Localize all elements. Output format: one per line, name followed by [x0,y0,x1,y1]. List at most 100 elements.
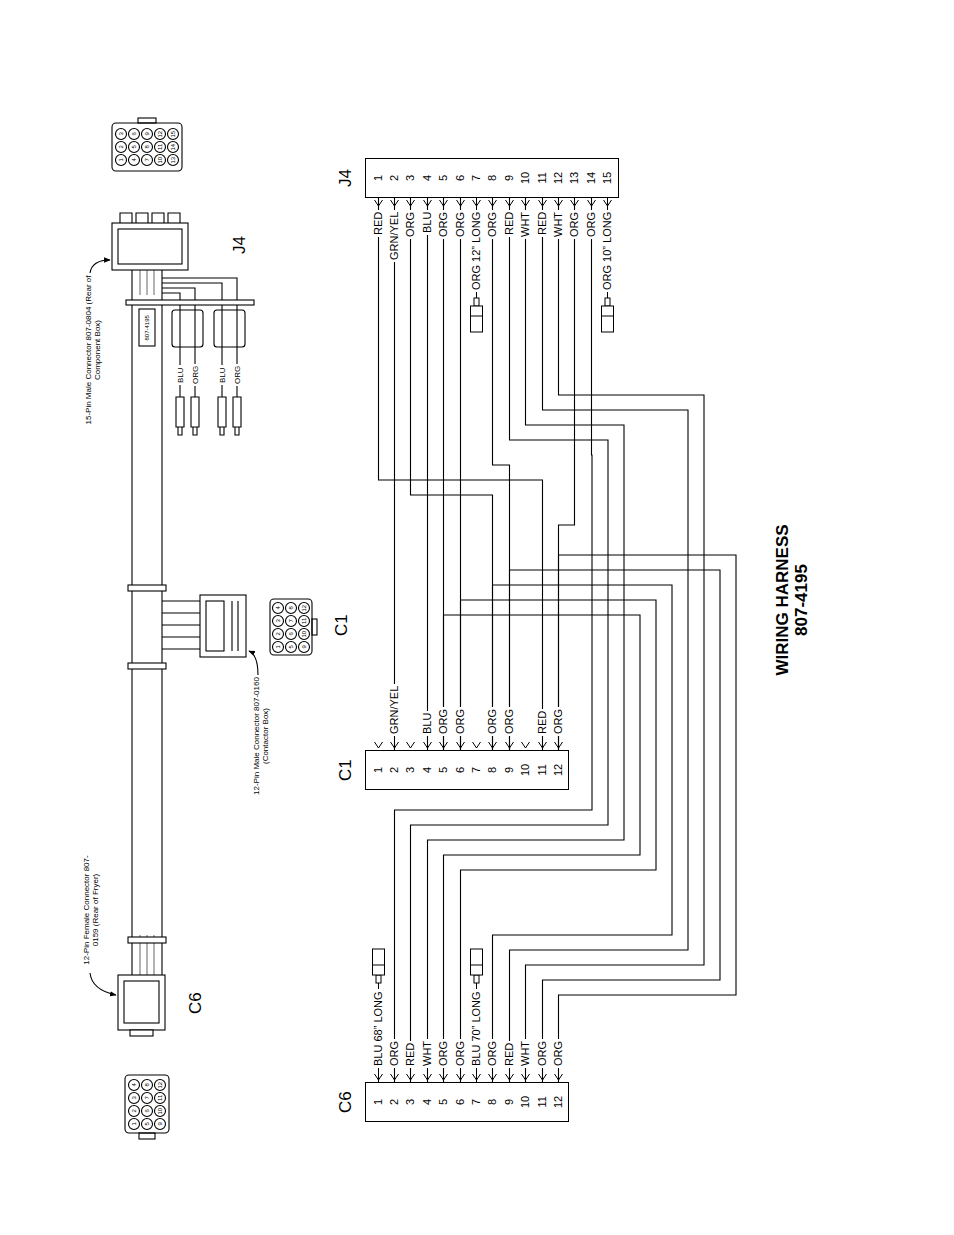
pin-number: 5 [437,767,450,773]
c6-connector-face [125,1075,169,1133]
pigtail-sleeve [172,310,203,347]
wire-label: ORG [536,1039,549,1068]
pin-number: 10 [519,764,532,776]
wire-label: WHT [519,210,532,239]
j4-face-key [138,118,156,123]
pin-number: 3 [404,1099,417,1105]
pin-number: 12 [552,764,565,776]
wire-label: GRN/YEL [388,684,401,736]
wire-label: BLU [421,210,434,235]
leader-line [90,973,116,995]
pin-socket [299,616,310,627]
wire-label: RED [404,1041,417,1068]
pin-socket [155,142,166,153]
cable-band [128,663,166,669]
pin-number: 11 [536,172,549,183]
pin-number: 7 [470,175,483,181]
pin-number: 8 [486,175,499,181]
pin-number: 10 [157,157,164,164]
pin-number: 10 [301,631,308,638]
pin-socket [129,1080,140,1091]
pin-number: 1 [131,1122,138,1125]
pin-number: 3 [131,1096,138,1099]
terminal-body [602,306,614,332]
leader-line [249,651,258,675]
wire-label: ORG [437,210,450,239]
pin-number: 3 [404,767,417,773]
cable-band [128,585,166,591]
terminal-chevron [522,742,530,748]
pin-number: 9 [301,645,308,648]
j4-connector-pins [120,213,180,223]
connector-block: C1123456789101112 [365,750,569,790]
wire-label: WHT [519,1039,532,1068]
pin-number: 6 [131,132,138,135]
pin-number: 9 [503,1099,516,1105]
cable-tie [126,300,254,305]
pin-number: 2 [131,1109,138,1112]
terminal-tab [474,298,479,306]
cable-band [128,937,166,943]
harness-drawing [90,118,317,1139]
pin-number: 4 [275,606,282,609]
pin-socket [155,1093,166,1104]
pin-number: 10 [157,1108,164,1115]
pin-socket [129,155,140,166]
pin-socket [129,1106,140,1117]
pin-number: 10 [519,1096,532,1108]
pin-number: 5 [437,175,450,181]
pin-socket [155,1106,166,1117]
pin-socket [129,142,140,153]
c1-connector-body [200,595,246,657]
pin-number: 2 [388,1099,401,1105]
wire-color: BLU [176,365,185,385]
pin-number: 11 [536,764,549,775]
terminal-tab [376,975,381,983]
connector-name: C6 [336,1091,356,1113]
wire-label: ORG [486,1039,499,1068]
pin-socket [116,129,127,140]
pin-number: 2 [388,175,401,181]
pin-number: 9 [144,132,151,135]
wire-color: ORG [233,364,242,386]
pin-number: 14 [170,144,177,151]
connector-face-pins [116,129,310,1130]
pin-number: 12 [301,605,308,612]
pin-number: 12 [552,1096,565,1108]
pin-socket [299,629,310,640]
pin-number: 7 [144,1096,151,1099]
pin-number: 1 [372,767,385,773]
terminal-tab [605,298,610,306]
wire-label: ORG [486,210,499,239]
main-cable [132,270,162,975]
wire [428,198,625,1082]
pin-number: 11 [536,1096,549,1107]
c1-face-key [312,619,317,635]
pin-number: 5 [144,1122,151,1125]
pin-number: 5 [288,645,295,648]
wire-label: RED [372,210,385,237]
pin-number: 8 [486,1099,499,1105]
c6-connector-body [118,975,165,1030]
wire-label: ORG 10” LONG [601,210,614,292]
pin-socket [155,155,166,166]
connector-name: J4 [336,169,356,187]
c1-connector-detail [206,601,224,651]
terminal-detail [471,316,483,317]
terminal-body [373,949,385,975]
c1-connector-detail [232,601,238,651]
pin-number: 12 [552,172,565,184]
cable-wires [140,270,154,975]
wire [444,615,641,1082]
pigtail-wires [162,278,237,397]
pin-socket [142,1093,153,1104]
pin-number: 1 [372,175,385,181]
pin-number: 12 [157,1082,164,1089]
wire [559,198,575,750]
wire [559,555,737,1082]
terminal-chevron [473,742,481,748]
wire-label: ORG [552,707,565,736]
terminal-detail [373,965,385,966]
pin-socket [168,142,179,153]
wire [510,198,689,1082]
